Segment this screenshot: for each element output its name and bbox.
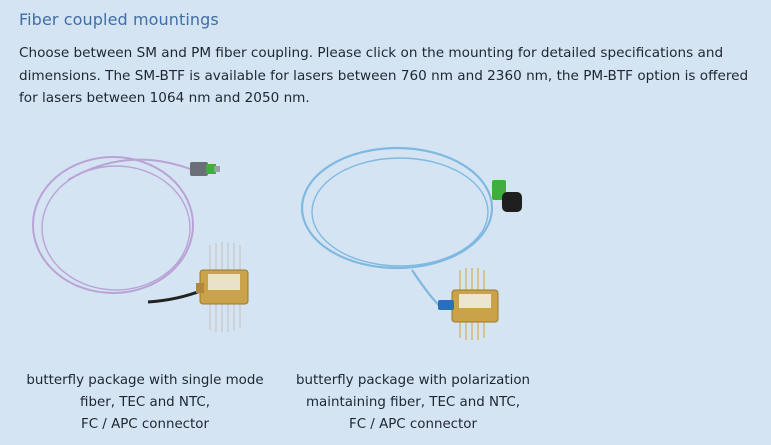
caption-line: butterfly package with polarization [295,373,531,388]
butterfly-pm-fiber-image[interactable] [292,140,542,345]
section-heading: Fiber coupled mountings [19,10,219,29]
caption-line: FC / APC connector [81,417,209,432]
butterfly-sm-fiber-image[interactable] [28,150,268,340]
caption-line: maintaining fiber, TEC and NTC, [306,395,520,410]
butterfly-pm-caption: butterfly package with polarization main… [288,370,538,436]
caption-line: fiber, TEC and NTC, [80,395,210,410]
section-description: Choose between SM and PM fiber coupling.… [19,45,749,106]
butterfly-pm-product-link[interactable] [292,140,542,345]
butterfly-sm-product-link[interactable] [28,150,268,340]
caption-line: butterfly package with single mode [26,373,264,388]
caption-line: FC / APC connector [349,417,477,432]
butterfly-sm-caption: butterfly package with single mode fiber… [20,370,270,436]
